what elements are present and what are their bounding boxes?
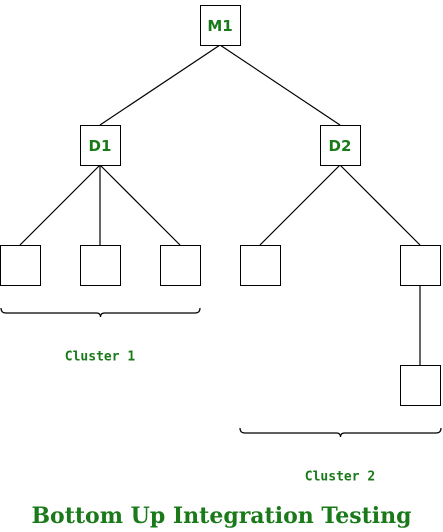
node-label-d1: D1: [89, 137, 112, 155]
cluster-1-label: Cluster 1: [65, 350, 136, 365]
node-box-c1c: [160, 245, 201, 286]
node-box-c2b: [400, 245, 441, 286]
node-c2b: [400, 245, 441, 286]
node-m1: M1: [200, 5, 241, 46]
node-c1a: [0, 245, 41, 286]
node-box-d2: [320, 125, 361, 166]
node-box-m1: [200, 5, 241, 46]
cluster-1-brace: [0, 307, 201, 318]
node-c2c: [400, 365, 441, 406]
edge-d2-c2b: [339, 164, 421, 246]
node-box-c1a: [0, 245, 41, 286]
edge-d2-c2a: [259, 164, 341, 246]
cluster-braces-layer: [0, 307, 442, 438]
cluster-2-label: Cluster 2: [305, 470, 375, 485]
node-d1: D1: [80, 125, 121, 166]
edge-m1-d1: [99, 44, 221, 126]
node-box-c2c: [400, 365, 441, 406]
node-c1b: [80, 245, 121, 286]
node-box-c2a: [240, 245, 281, 286]
edges-layer: [19, 44, 421, 365]
node-c2a: [240, 245, 281, 286]
diagram-title: Bottom Up Integration Testing: [31, 503, 412, 529]
node-c1c: [160, 245, 201, 286]
node-d2: D2: [320, 125, 361, 166]
cluster-labels-layer: Cluster 1 Cluster 2: [65, 350, 375, 485]
edge-d1-c1c: [99, 164, 181, 246]
node-box-c1b: [80, 245, 121, 286]
node-label-m1: M1: [207, 17, 232, 35]
node-label-d2: D2: [329, 137, 352, 155]
edge-m1-d2: [219, 44, 341, 126]
edge-d1-c1a: [19, 164, 101, 246]
cluster-2-brace: [239, 427, 442, 438]
node-box-d1: [80, 125, 121, 166]
